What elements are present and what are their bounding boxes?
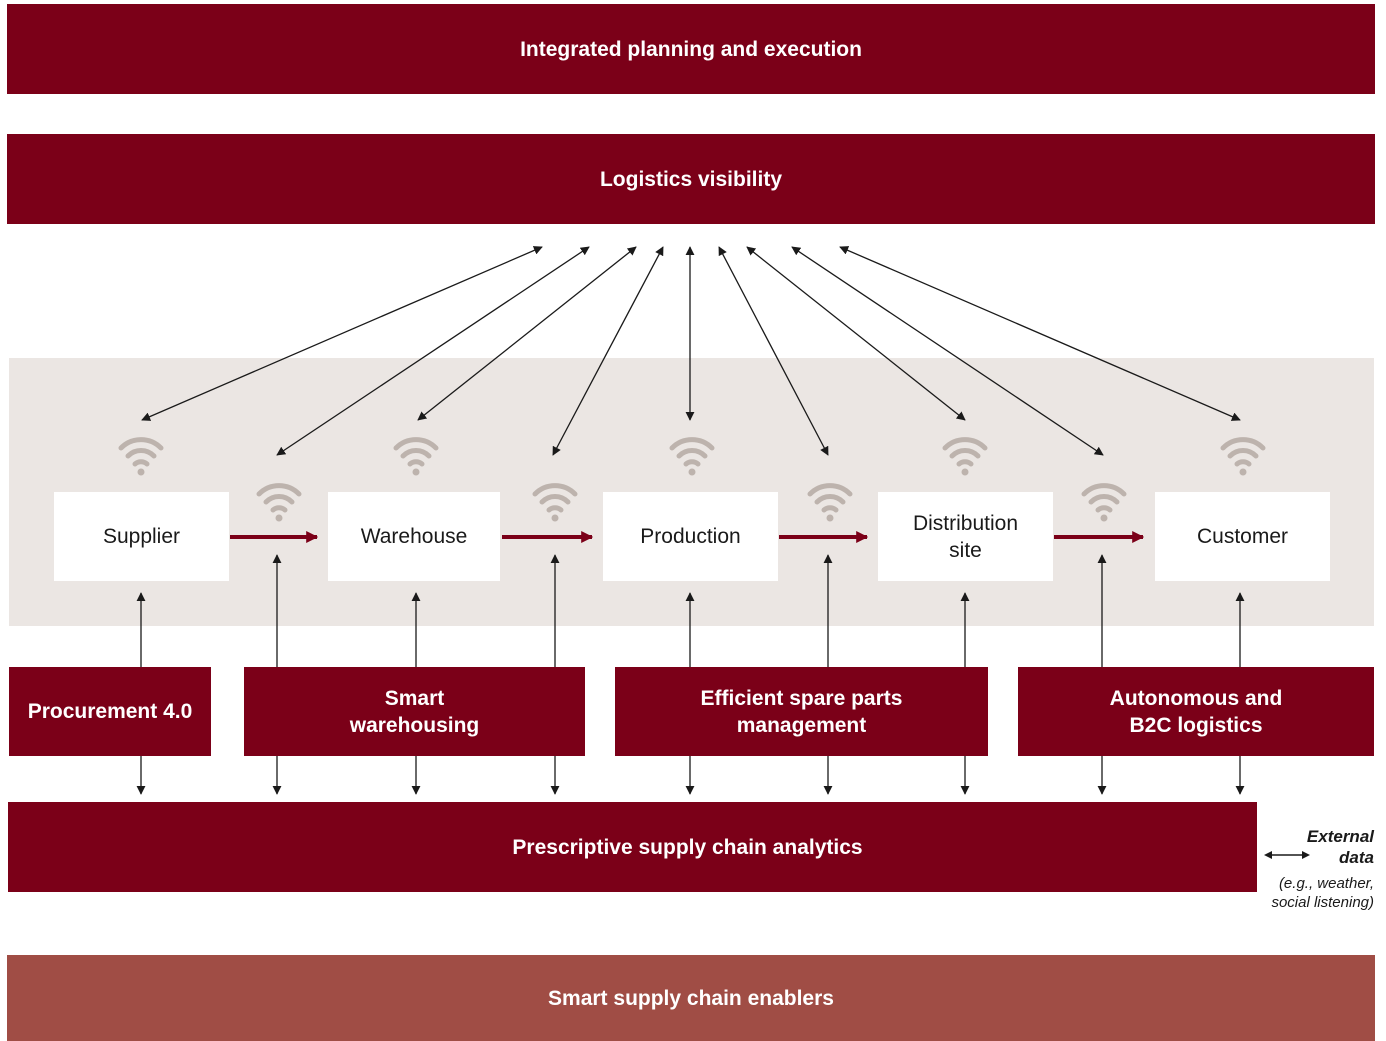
smart-enablers-label: Smart supply chain enablers: [548, 986, 834, 1010]
visibility-link-arrow: [746, 246, 966, 421]
autonomous-b2c-module: Autonomous and B2C logistics: [1018, 667, 1374, 756]
logistics-visibility-bar: Logistics visibility: [7, 134, 1375, 224]
procurement-module: Procurement 4.0: [9, 667, 211, 756]
autonomous-b2c-label: Autonomous and B2C logistics: [1109, 686, 1283, 737]
wifi-icon: [1081, 483, 1127, 522]
supplier-label: Supplier: [102, 525, 181, 548]
visibility-link-arrow: [718, 246, 829, 456]
external-data-note: External data (e.g., weather, social lis…: [1248, 826, 1374, 912]
distribution-site-label: Distribution site: [912, 511, 1019, 562]
customer-label: Customer: [1196, 525, 1289, 548]
prescriptive-analytics-bar: Prescriptive supply chain analytics: [8, 802, 1257, 892]
wifi-icon: [807, 483, 853, 522]
integrated-planning-label: Integrated planning and execution: [520, 37, 862, 61]
warehouse-label: Warehouse: [360, 525, 468, 548]
wifi-icon: [118, 437, 164, 476]
wifi-icon: [1220, 437, 1266, 476]
external-data-title: External data: [1306, 827, 1374, 867]
wifi-icon: [256, 483, 302, 522]
distribution-site-node: Distribution site: [878, 492, 1053, 581]
visibility-link-arrow: [839, 246, 1241, 421]
warehouse-node: Warehouse: [328, 492, 500, 581]
visibility-link-arrow: [417, 246, 637, 421]
visibility-link-arrow: [552, 246, 664, 456]
procurement-label: Procurement 4.0: [27, 700, 193, 723]
smart-warehousing-module: Smart warehousing: [244, 667, 585, 756]
integrated-planning-bar: Integrated planning and execution: [7, 4, 1375, 94]
prescriptive-analytics-label: Prescriptive supply chain analytics: [512, 835, 863, 859]
spare-parts-label: Efficient spare parts management: [700, 686, 903, 737]
production-label: Production: [640, 525, 741, 548]
double-arrow-icon: [1264, 851, 1310, 859]
production-node: Production: [603, 492, 778, 581]
customer-node: Customer: [1155, 492, 1330, 581]
spare-parts-module: Efficient spare parts management: [615, 667, 988, 756]
logistics-visibility-label: Logistics visibility: [599, 167, 783, 191]
external-data-subtitle: (e.g., weather, social listening): [1271, 875, 1374, 911]
visibility-link-arrow: [141, 246, 543, 421]
visibility-link-arrow: [276, 246, 590, 456]
wifi-icon: [532, 483, 578, 522]
supplier-node: Supplier: [54, 492, 229, 581]
smart-warehousing-label: Smart warehousing: [349, 686, 480, 737]
visibility-link-arrow: [791, 246, 1104, 456]
smart-enablers-bar: Smart supply chain enablers: [7, 955, 1375, 1041]
wifi-icon: [669, 437, 715, 476]
